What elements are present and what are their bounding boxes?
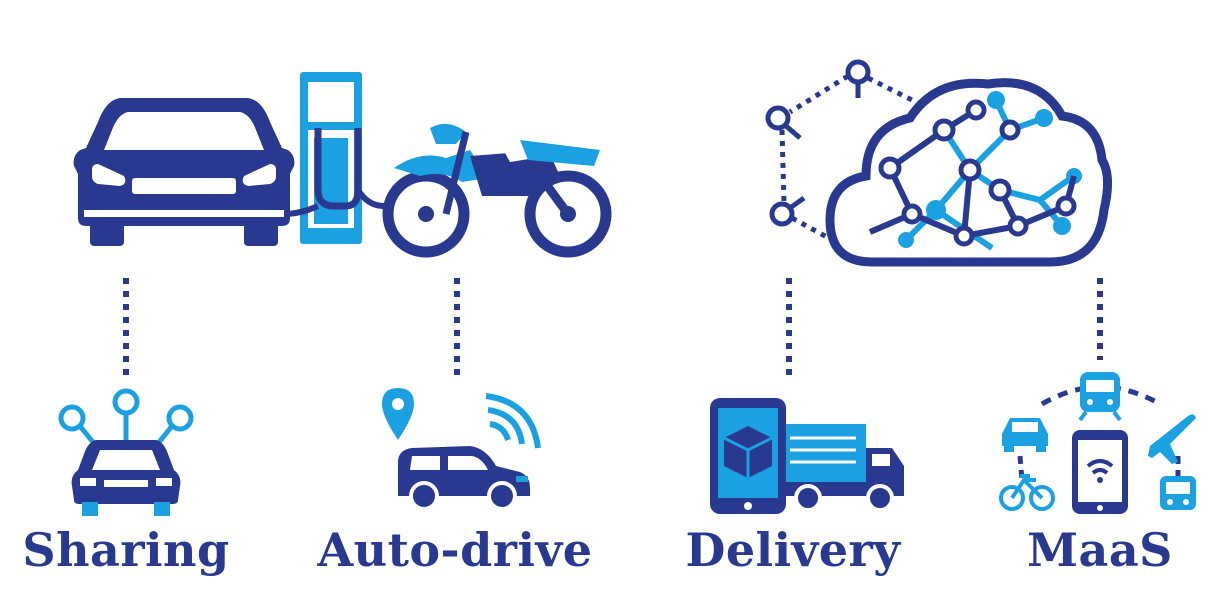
label-sharing: Sharing: [22, 523, 230, 577]
dotted-connectors: [123, 278, 1103, 376]
cloud-network-icon: [765, 59, 1112, 267]
autonomous-car-icon: [382, 388, 541, 511]
delivery-truck-icon: [710, 398, 904, 514]
label-maas: MaaS: [1027, 523, 1173, 577]
label-delivery: Delivery: [685, 523, 901, 577]
shared-car-icon: [58, 388, 194, 516]
charging-station-icon: [283, 72, 385, 244]
car-icon: [73, 98, 295, 246]
motorcycle-icon: [382, 123, 612, 258]
label-autodrive: Auto-drive: [317, 523, 593, 577]
mobility-service-icon: [999, 372, 1196, 514]
